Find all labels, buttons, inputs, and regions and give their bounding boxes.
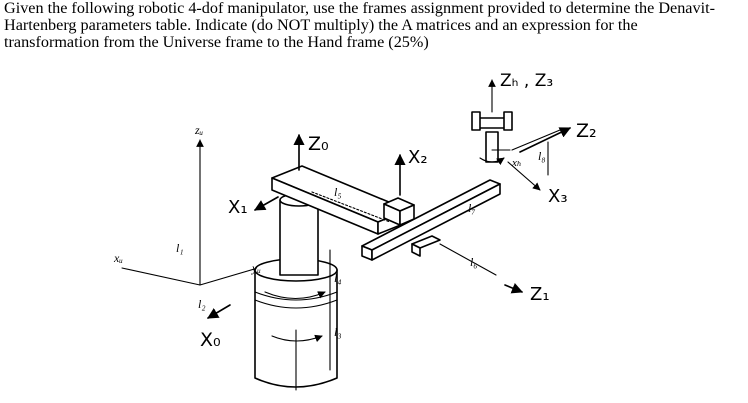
- label-l4: l₄: [334, 271, 342, 285]
- label-x0: X₀: [200, 329, 221, 351]
- label-l1: l₁: [176, 241, 184, 255]
- label-l8: l₈: [538, 149, 546, 163]
- label-z1: Z₁: [530, 284, 550, 305]
- label-yu: yᵤ: [251, 261, 261, 275]
- label-l5: l₅: [334, 185, 342, 199]
- label-l2: l₂: [198, 297, 206, 311]
- label-z0: Z₀: [308, 133, 329, 155]
- arm-link-2: [361, 179, 501, 261]
- base-cylinder: [254, 258, 338, 391]
- wrist-gripper: [471, 79, 513, 166]
- label-x3: X₃: [548, 186, 568, 207]
- question-text: Given the following robotic 4-dof manipu…: [4, 0, 748, 51]
- question-line-3: transformation from the Universe frame t…: [4, 33, 429, 51]
- label-l3: l₃: [334, 325, 342, 339]
- label-x2: X₂: [408, 147, 428, 168]
- label-x1: X₁: [228, 197, 248, 218]
- label-xh: xₕ: [511, 157, 522, 169]
- label-zh-z3: Zₕ , Z₃: [500, 71, 553, 91]
- dimension-lines: [311, 129, 561, 371]
- label-xu: xᵤ: [113, 251, 123, 265]
- frame-arrows: [207, 127, 572, 319]
- question-line-1: Given the following robotic 4-dof manipu…: [4, 0, 715, 17]
- question-line-2: Hartenberg parameters table. Indicate (d…: [4, 16, 638, 34]
- label-l6: l₆: [470, 255, 478, 269]
- label-z2: Z₂: [576, 120, 597, 142]
- label-zu: zᵤ: [194, 123, 203, 137]
- label-l7: l₇: [468, 201, 476, 215]
